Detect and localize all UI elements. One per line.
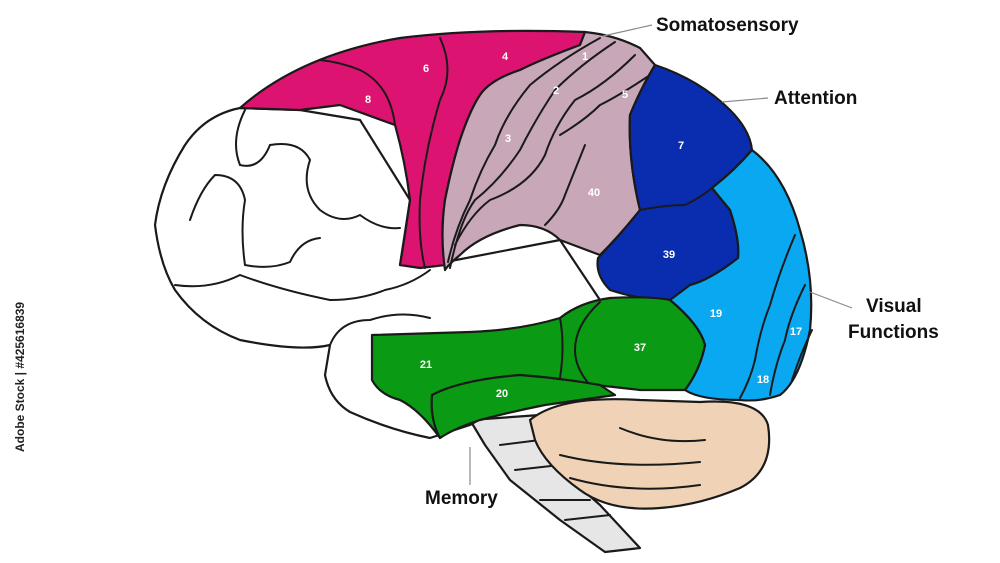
area-4-label: 4 xyxy=(502,51,509,63)
area-37-label: 37 xyxy=(634,342,646,354)
attention-boundary xyxy=(639,187,713,211)
temporal-boundaries xyxy=(559,301,601,386)
visual-boundaries xyxy=(739,234,813,399)
area-21-label: 21 xyxy=(420,359,432,371)
area-18-label: 18 xyxy=(757,374,769,386)
somatosensory-lines xyxy=(447,37,651,269)
motor-boundaries xyxy=(319,37,449,269)
area-39-label: 39 xyxy=(663,249,675,261)
area-40-label: 40 xyxy=(588,187,600,199)
area-19-label: 19 xyxy=(710,308,722,320)
somatosensory-label: Somatosensory xyxy=(656,15,799,36)
memory-label: Memory xyxy=(425,488,498,509)
area-3-label: 3 xyxy=(505,133,511,145)
area-5-label: 5 xyxy=(622,89,628,101)
area-6-label: 6 xyxy=(423,63,429,75)
area-1-label: 1 xyxy=(582,51,588,63)
somatosensory-leader xyxy=(602,24,653,37)
frontal-gyri-lines xyxy=(174,109,431,346)
attention-label: Attention xyxy=(774,88,857,109)
brainstem-lines xyxy=(499,439,611,521)
area-7-label: 7 xyxy=(678,140,684,152)
temporal-20-region xyxy=(430,373,617,440)
area-8-label: 8 xyxy=(365,94,371,106)
cerebellum-folia xyxy=(559,427,706,490)
visual-functions-label-1: Visual xyxy=(866,296,922,317)
temporal-region xyxy=(370,296,707,440)
cerebellum xyxy=(528,398,771,510)
area-20-label: 20 xyxy=(496,388,508,400)
area-2-label: 2 xyxy=(553,85,559,97)
visual-region xyxy=(668,148,813,402)
attention-leader xyxy=(721,97,769,103)
stock-id-side-text: Adobe Stock | #425616839 xyxy=(13,302,27,452)
area-17-label: 17 xyxy=(790,326,802,338)
visual-leader xyxy=(809,291,853,309)
visual-functions-label-2: Functions xyxy=(848,322,939,343)
